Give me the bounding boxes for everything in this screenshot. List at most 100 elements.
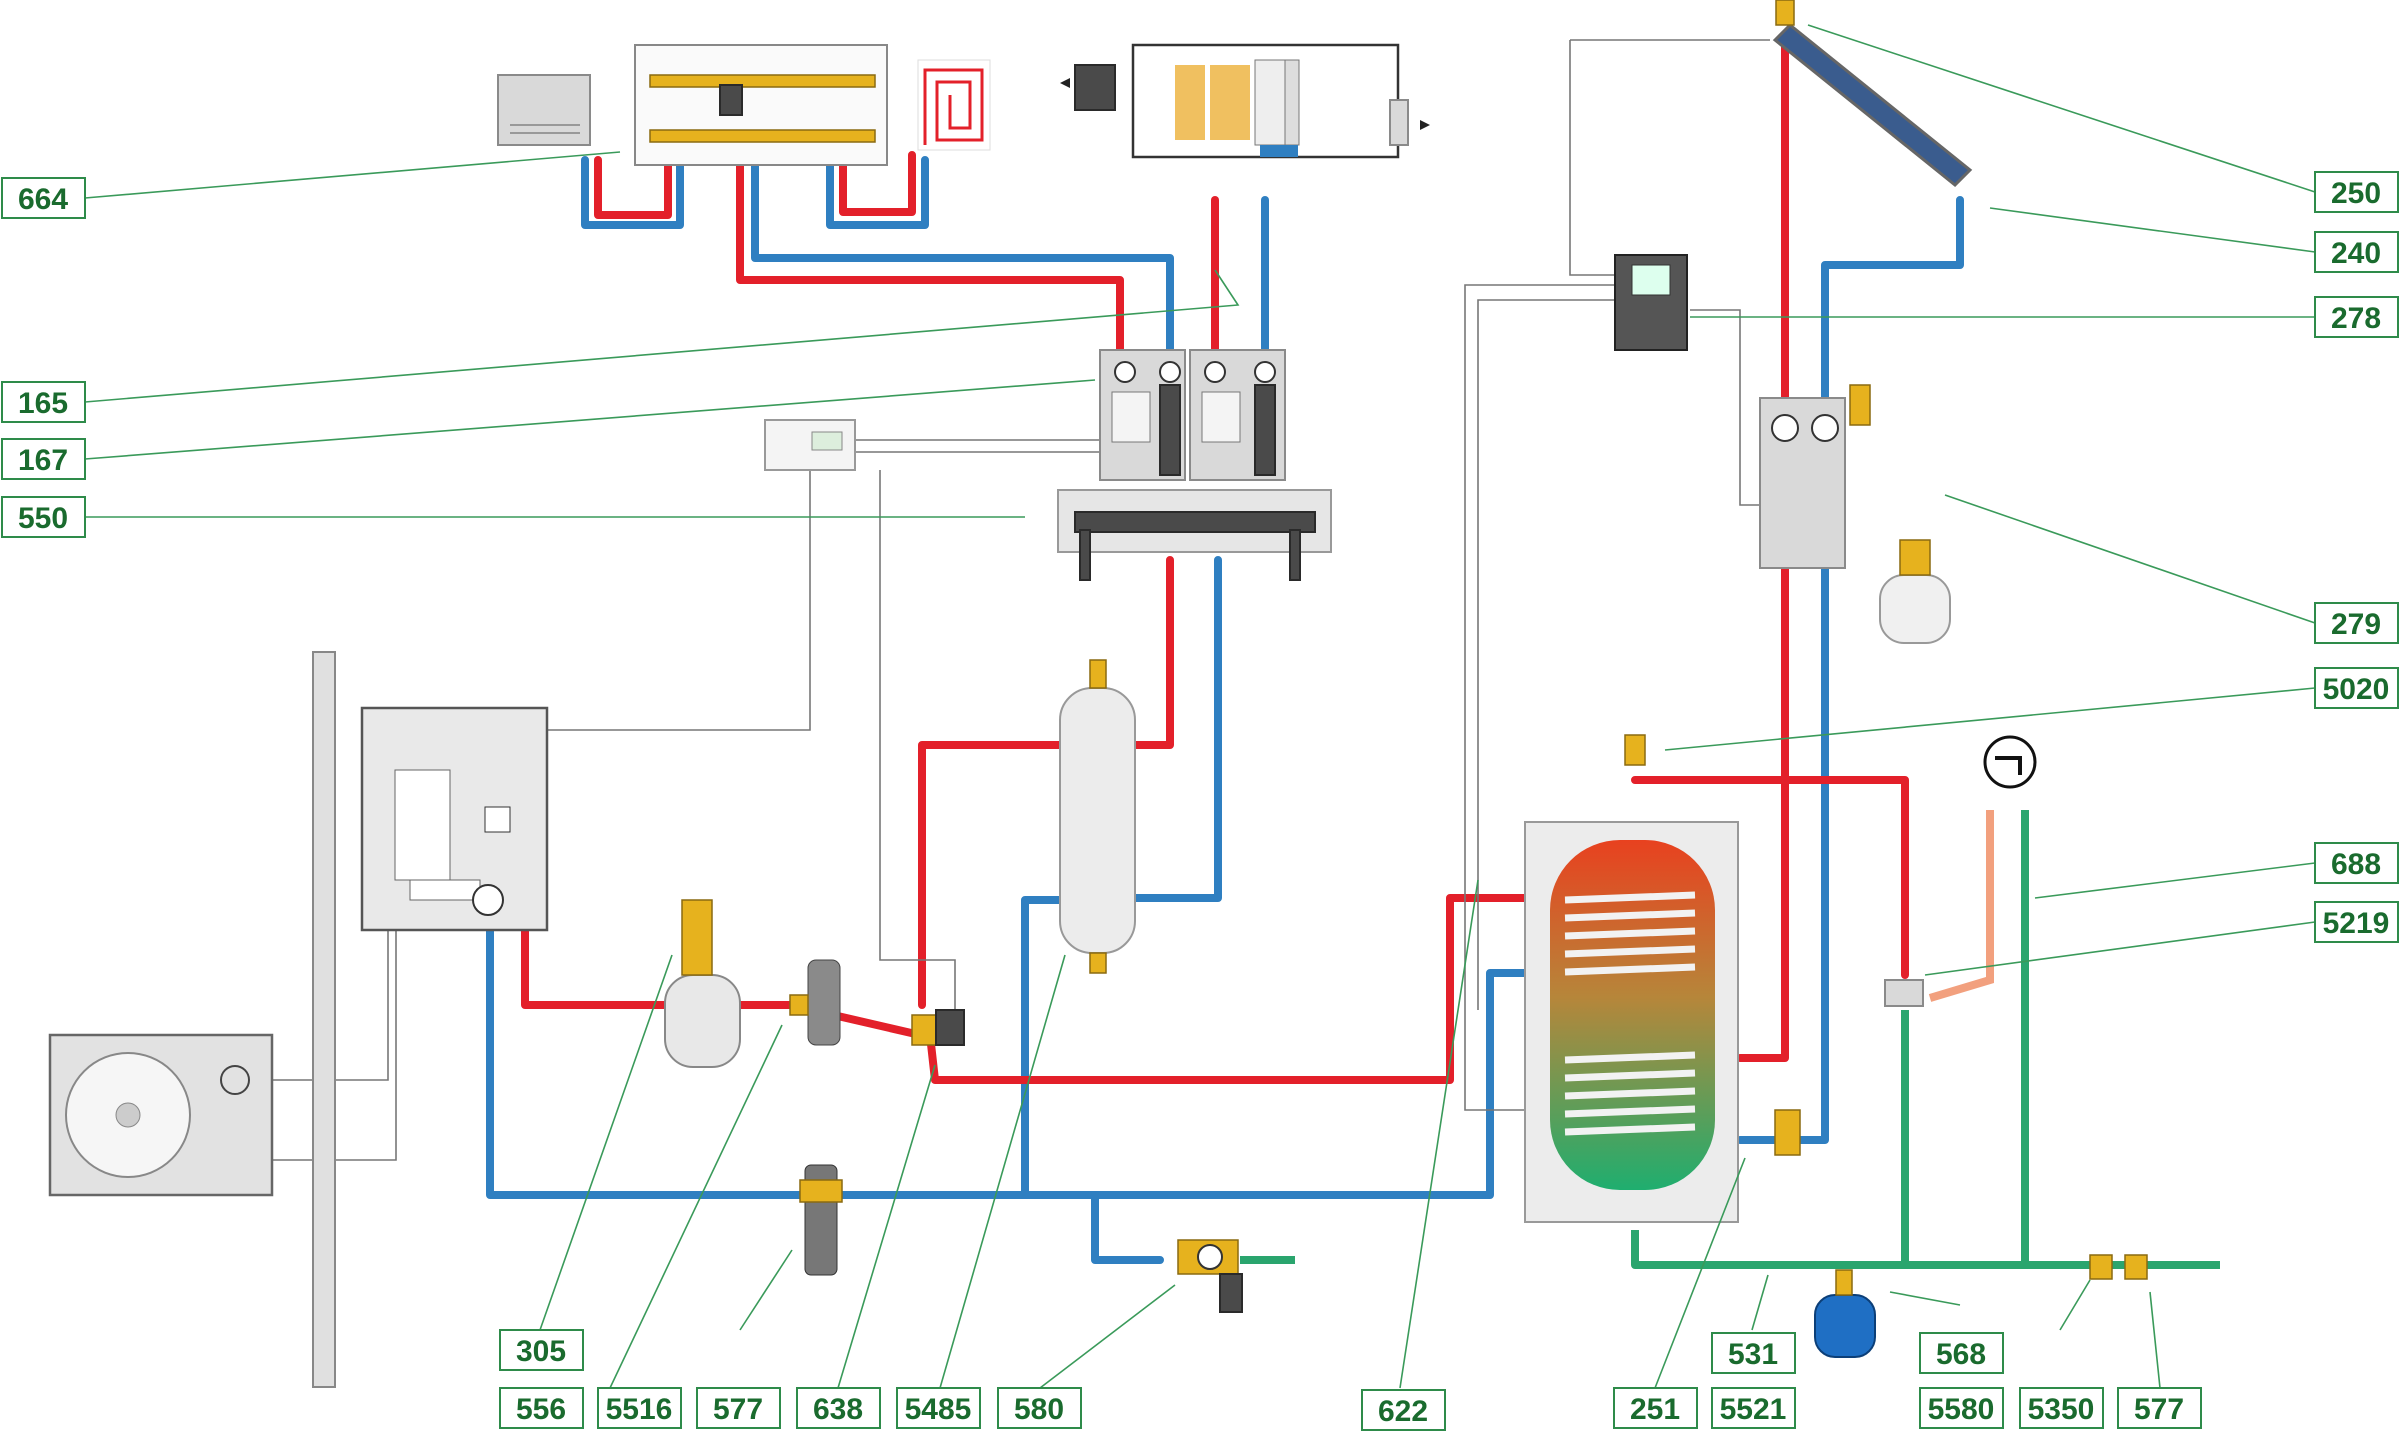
tap-icon [1983,735,2037,789]
hot-pipe-solar [1736,36,1789,1062]
solar-controller [1614,254,1688,351]
hot-pipe-separator-left [918,741,1064,1009]
svg-text:278: 278 [2331,302,2381,335]
svg-text:250: 250 [2331,177,2381,210]
svg-text:5521: 5521 [1720,1393,1787,1426]
cold-pipe-return [486,926,1529,1199]
cold-pipe-separator-side [1131,556,1222,902]
underfloor-coil [917,59,991,151]
air-handling-unit [1060,43,1430,159]
svg-text:5350: 5350 [2028,1393,2095,1426]
storage-tank [1524,821,1739,1223]
label-278: 278 [2314,296,2399,338]
svg-text:5580: 5580 [1928,1393,1995,1426]
label-531: 531 [1711,1332,1796,1374]
label-240: 240 [2314,231,2399,273]
label-251: 251 [1613,1387,1698,1429]
label-5516: 5516 [597,1387,682,1429]
hot-pipe-dhw [1631,776,1909,979]
svg-text:167: 167 [18,444,68,477]
label-5580: 5580 [1919,1387,2004,1429]
label-279: 279 [2314,602,2399,644]
svg-text:580: 580 [1014,1393,1064,1426]
label-638: 638 [796,1387,881,1429]
tank-air-vent [1624,734,1646,766]
cold-pipe-separator-down [1021,896,1064,1199]
svg-text:279: 279 [2331,608,2381,641]
svg-text:305: 305 [516,1335,566,1368]
magnetic-filter [799,1164,843,1276]
svg-text:240: 240 [2331,237,2381,270]
hot-pipe-heatpump [521,926,924,1039]
label-5020: 5020 [2314,667,2399,709]
label-688: 688 [2314,842,2399,884]
label-165: 165 [1,381,86,423]
cold-loop-floor [826,156,929,229]
label-5219: 5219 [2314,901,2399,943]
svg-text:577: 577 [2134,1393,2184,1426]
svg-text:688: 688 [2331,848,2381,881]
svg-text:531: 531 [1728,1338,1778,1371]
cold-loop-fancoil [581,156,684,229]
label-580: 580 [997,1387,1082,1429]
salmon-pipe-mixed [1928,810,1994,1002]
svg-text:5516: 5516 [606,1393,673,1426]
cold-pipe-manifold [751,146,1174,354]
strainer [2124,1254,2148,1280]
label-622: 622 [1361,1389,1446,1431]
label-5350: 5350 [2019,1387,2104,1429]
svg-text:5485: 5485 [905,1393,972,1426]
pipework [486,36,2220,1269]
distribution-modules [1099,349,1286,481]
heat-pump-indoor-unit [360,706,549,932]
dhw-expansion-vessel [1814,1269,1876,1358]
svg-text:556: 556 [516,1393,566,1426]
label-556: 556 [499,1387,584,1429]
label-577-filter: 577 [696,1387,781,1429]
control-wiring [270,39,1770,1161]
hot-loop-floor [839,151,916,216]
solar-collector [1772,0,1973,188]
svg-text:5219: 5219 [2323,907,2390,940]
svg-text:550: 550 [18,502,68,535]
hot-pipe-to-tank [926,894,1529,1084]
hydraulic-separator [1059,659,1136,974]
hydraulic-header [1057,489,1332,581]
solar-pump-group [1759,384,1871,569]
label-305: 305 [499,1329,584,1371]
svg-text:165: 165 [18,387,68,420]
svg-text:251: 251 [1630,1393,1680,1426]
svg-text:638: 638 [813,1393,863,1426]
label-5485: 5485 [896,1387,981,1429]
label-664: 664 [1,177,86,219]
building-wall [312,651,336,1388]
diverting-valve [911,1009,965,1046]
svg-text:622: 622 [1378,1395,1428,1428]
svg-text:568: 568 [1936,1338,1986,1371]
cold-pipe-filling [1091,1191,1164,1264]
hot-pipe-separator-top [1126,556,1174,749]
filling-unit [1177,1239,1243,1313]
svg-text:5020: 5020 [2323,673,2390,706]
fancoil-unit [497,74,591,146]
expansion-vessel [664,899,741,1068]
thermostatic-mixer [1884,979,1924,1007]
label-167: 167 [1,438,86,480]
leader-lines [84,24,2316,1389]
solar-expansion-vessel [1879,539,1951,644]
zone-controller [764,419,856,471]
manifold-cabinet [634,44,888,166]
pressure-reducer [2089,1254,2113,1280]
heat-pump-outdoor-unit [48,1033,274,1197]
svg-text:664: 664 [18,183,68,216]
label-568: 568 [1919,1332,2004,1374]
label-5521: 5521 [1711,1387,1796,1429]
dirt-separator [789,959,841,1046]
label-550: 550 [1,496,86,538]
tank-thermostat-valve [1774,1109,1801,1156]
label-577-strainer: 577 [2117,1387,2202,1429]
label-250: 250 [2314,171,2399,213]
svg-text:577: 577 [713,1393,763,1426]
